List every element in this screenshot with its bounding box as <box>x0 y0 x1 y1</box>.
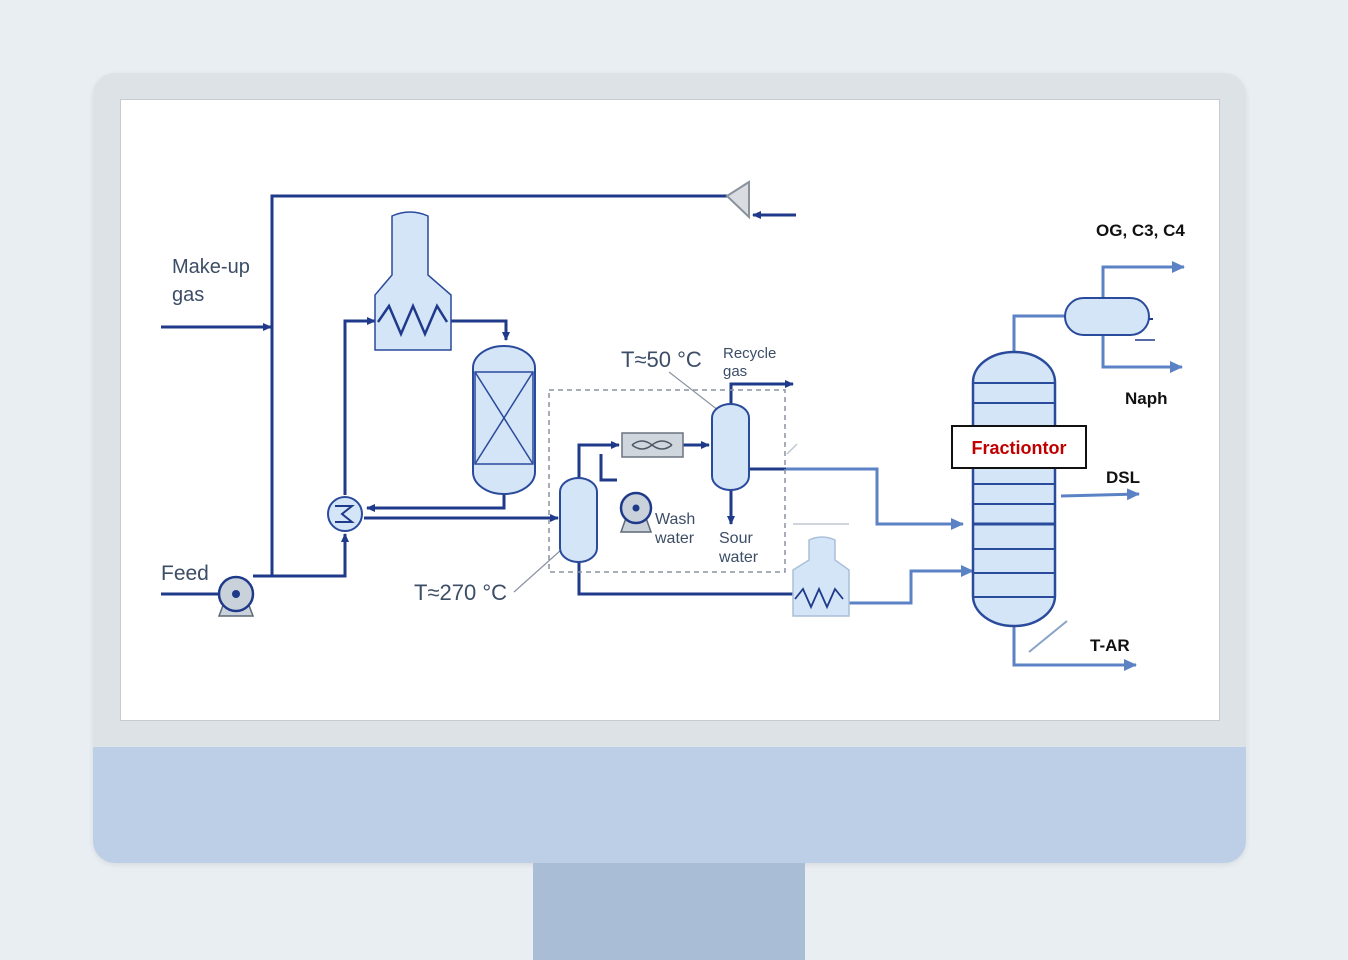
monitor-chin <box>93 747 1246 863</box>
sour-water-label-line1: Sour <box>719 530 753 547</box>
wash-water-line <box>599 454 617 482</box>
makeup-gas-label-line1: Make-up <box>172 256 250 278</box>
hot-temperature-label: T≈270 °C <box>414 580 507 605</box>
heater-to-reactor-line <box>451 319 510 341</box>
recycle-gas-line <box>270 194 727 576</box>
feed-pump-icon <box>217 575 255 617</box>
compressor-icon <box>725 180 750 220</box>
product-bottom-label: T-AR <box>1090 636 1130 655</box>
recycle-gas-label-line2: gas <box>723 363 747 380</box>
product-naph-label: Naph <box>1125 389 1168 408</box>
reactor-effluent-line <box>366 492 506 512</box>
cold-separator-icon <box>711 403 750 491</box>
recycle-gas-label-line1: Recycle <box>723 345 776 362</box>
cold-liquid-to-fractionator-line <box>786 467 964 530</box>
fractionation-lines <box>786 261 1185 671</box>
makeup-gas-label-line2: gas <box>172 284 204 306</box>
fractionator-column-icon <box>971 350 1057 628</box>
product-dsl-label: DSL <box>1106 468 1140 487</box>
screen: Make-up gas Feed T≈270 °C T≈50 °C Recycl… <box>120 99 1220 721</box>
air-cooler-icon <box>621 432 684 458</box>
monitor-stand <box>533 863 805 960</box>
fired-heater-icon <box>374 211 452 351</box>
drum-gas-line <box>1101 261 1185 306</box>
feed-label: Feed <box>161 562 209 585</box>
wash-water-label-line1: Wash <box>655 511 695 528</box>
feed-pump-discharge-line <box>253 533 349 578</box>
bottoms-product-line <box>1012 624 1137 671</box>
fractionator-label-box: Fractiontor <box>951 425 1087 469</box>
heat-exchanger-icon <box>327 496 363 532</box>
bottom-diagonal-mark <box>1028 620 1068 653</box>
hot-separator-overhead-line <box>577 441 620 478</box>
cold-separator-gas-line <box>729 380 794 405</box>
dsl-product-line <box>1060 488 1140 501</box>
exchanger-to-heater-line <box>343 317 376 495</box>
wash-water-label-line2: water <box>654 530 695 547</box>
reboiler-furnace-icon <box>792 536 850 617</box>
fractionator-label: Fractiontor <box>971 438 1066 458</box>
hot-separator-icon <box>559 477 598 563</box>
high-pressure-separator-boundary <box>548 389 786 573</box>
cold-temperature-label: T≈50 °C <box>621 347 702 372</box>
wash-water-pump-icon <box>619 491 653 533</box>
hot-temp-leader <box>513 549 562 593</box>
sour-water-label-line2: water <box>718 549 759 566</box>
drum-naphtha-line <box>1101 328 1183 373</box>
cold-temp-leader <box>668 371 724 415</box>
overhead-drum-icon <box>1064 297 1150 336</box>
reactor-icon <box>472 345 536 495</box>
product-top-label: OG, C3, C4 <box>1096 221 1185 240</box>
hot-separator-bottoms-line <box>577 562 793 596</box>
furnace-to-fractionator-line <box>849 565 974 605</box>
fractionator-overhead-line <box>1012 314 1065 352</box>
upper-diagonal-mark <box>786 443 798 455</box>
process-flow-diagram: Make-up gas Feed T≈270 °C T≈50 °C Recycl… <box>161 180 1185 671</box>
